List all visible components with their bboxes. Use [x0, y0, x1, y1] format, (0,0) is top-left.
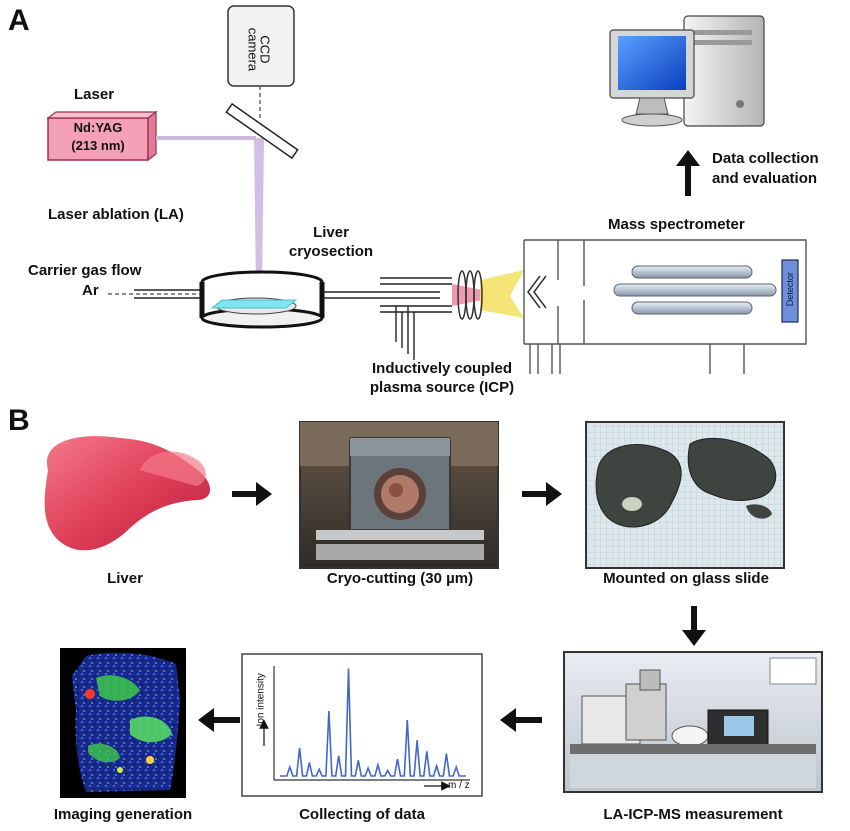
- arrow-measurement-to-data: [500, 708, 542, 732]
- arrow-cryo-to-slide: [522, 482, 562, 506]
- lab-photo: [563, 651, 823, 793]
- icp-line2: plasma source (ICP): [369, 379, 515, 396]
- arrow-data-to-imaging: [198, 708, 240, 732]
- liver-illustration: [44, 436, 211, 551]
- ccd-camera: [227, 5, 295, 118]
- laser-beam: [156, 136, 264, 290]
- panel-a-letter: A: [8, 4, 30, 37]
- transfer-line: [322, 291, 440, 299]
- la-icp-ms-caption: LA-ICP-MS measurement: [603, 806, 783, 823]
- computer: [609, 15, 765, 127]
- arrow-to-computer: [676, 150, 700, 196]
- spectrum-panel: [241, 653, 483, 797]
- mass-spectrometer: [523, 239, 807, 374]
- carrier-gas-label: Carrier gas flow: [28, 262, 142, 279]
- panel-b-letter: B: [8, 404, 30, 437]
- spectrum-y-axis: Ion intensity: [255, 673, 267, 727]
- data-collection-line1: Data collection: [712, 150, 819, 167]
- liver-cryosection-line2: cryosection: [288, 243, 374, 260]
- liver-caption: Liver: [107, 570, 143, 587]
- detector-label: Detector: [784, 272, 795, 307]
- mounted-caption: Mounted on glass slide: [603, 570, 769, 587]
- icp-torch: [380, 270, 524, 360]
- laser-ablation-label: Laser ablation (LA): [48, 206, 184, 223]
- imaging-caption: Imaging generation: [53, 806, 193, 823]
- cryo-cutting-caption: Cryo-cutting (30 µm): [326, 570, 474, 587]
- imaging-map: [60, 648, 186, 798]
- arrow-liver-to-cryo: [232, 482, 272, 506]
- ccd-line2: camera: [245, 27, 261, 72]
- arrow-slide-to-measurement: [682, 606, 706, 646]
- liver-cryosection-line1: Liver: [313, 224, 349, 241]
- laser-label: Laser: [74, 86, 115, 103]
- laser-box-line2: (213 nm): [71, 138, 125, 153]
- ablation-cell: [108, 270, 325, 329]
- laser-box-line1: Nd:YAG: [73, 120, 123, 135]
- data-collection-line2: and evaluation: [712, 170, 818, 187]
- mirror: [225, 102, 299, 160]
- mass-spectrometer-label: Mass spectrometer: [608, 216, 745, 233]
- mounted-slide-photo: [585, 421, 785, 569]
- carrier-gas-ar: Ar: [82, 282, 99, 299]
- spectrum-line: [280, 668, 466, 777]
- icp-line1: Inductively coupled: [371, 360, 513, 377]
- collecting-caption: Collecting of data: [299, 806, 425, 823]
- cryo-cutting-photo: [299, 421, 499, 569]
- laser-device: [46, 110, 158, 162]
- spectrum-x-axis: m / z: [448, 780, 470, 791]
